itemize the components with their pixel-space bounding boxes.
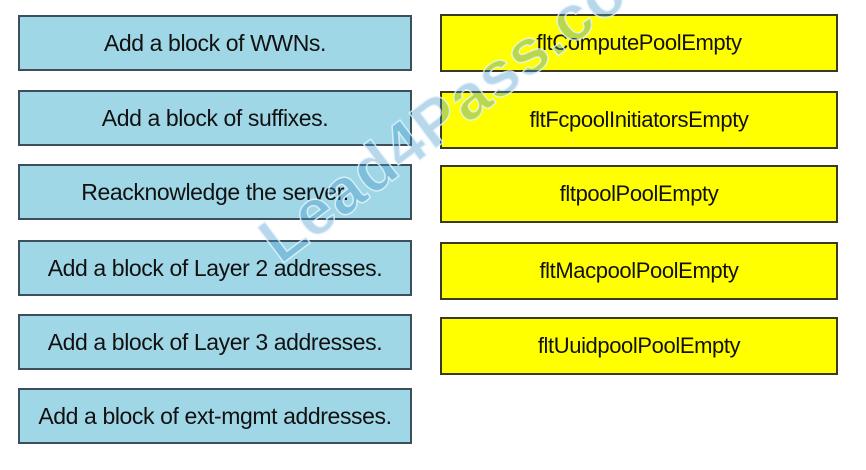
fault-target-macpool-pool-empty[interactable]: fltMacpoolPoolEmpty bbox=[440, 242, 838, 300]
action-item-reacknowledge-server[interactable]: Reacknowledge the server. bbox=[18, 164, 412, 220]
action-item-add-suffixes[interactable]: Add a block of suffixes. bbox=[18, 90, 412, 146]
fault-target-fcpool-initiators-empty[interactable]: fltFcpoolInitiatorsEmpty bbox=[440, 91, 838, 149]
fault-target-pool-pool-empty[interactable]: fltpoolPoolEmpty bbox=[440, 165, 838, 223]
action-item-add-layer3-addresses[interactable]: Add a block of Layer 3 addresses. bbox=[18, 314, 412, 370]
fault-target-compute-pool-empty[interactable]: fltComputePoolEmpty bbox=[440, 14, 838, 72]
action-item-add-ext-mgmt-addresses[interactable]: Add a block of ext-mgmt addresses. bbox=[18, 388, 412, 444]
fault-target-uuidpool-pool-empty[interactable]: fltUuidpoolPoolEmpty bbox=[440, 317, 838, 375]
action-item-add-layer2-addresses[interactable]: Add a block of Layer 2 addresses. bbox=[18, 240, 412, 296]
action-item-add-wwns[interactable]: Add a block of WWNs. bbox=[18, 15, 412, 71]
